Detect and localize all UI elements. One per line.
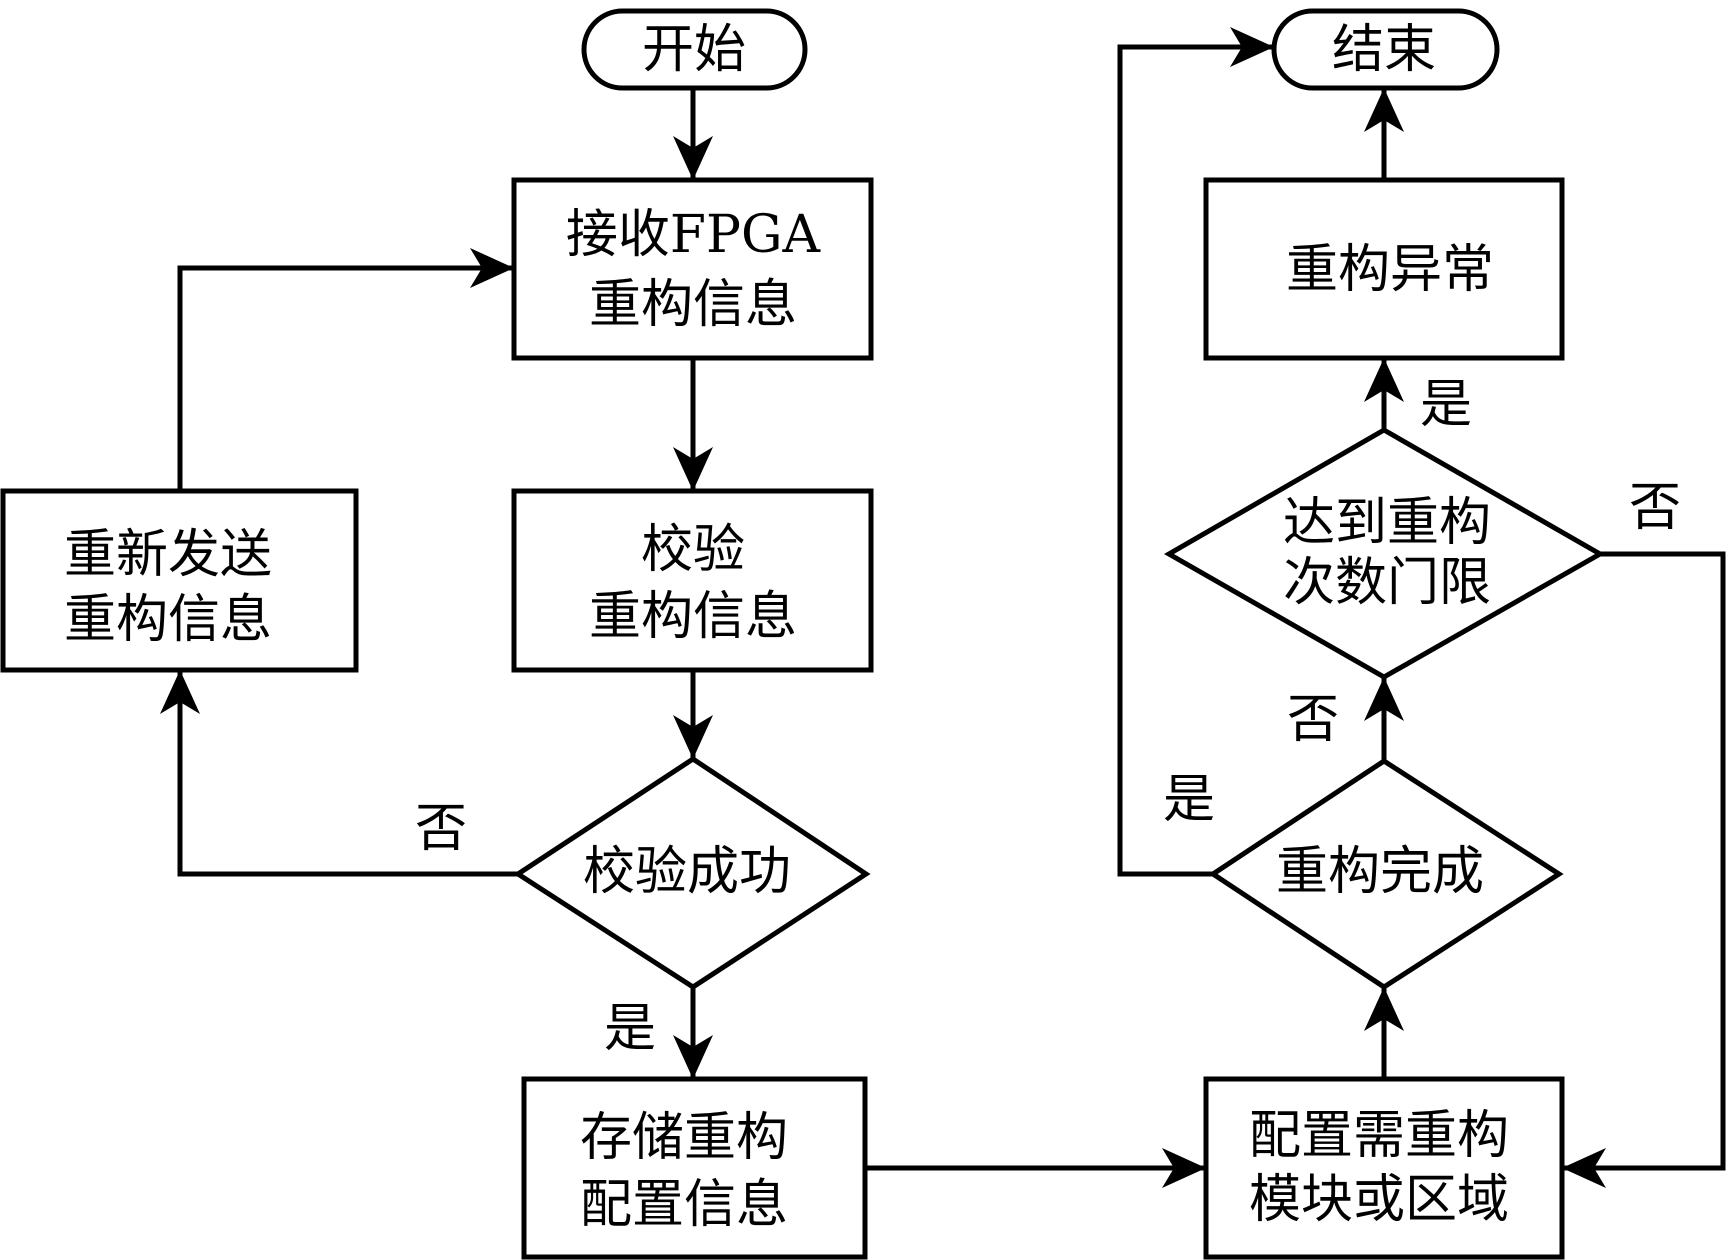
process-shape [511, 488, 874, 673]
node-end: 结束 [1271, 8, 1500, 91]
node-label-line-1: 配置需重构 [1249, 1106, 1509, 1166]
node-label-line-1: 校验 [641, 520, 745, 580]
node-store: 存储重构 配置信息 [521, 1076, 868, 1260]
node-verify-ok: 校验成功 [513, 756, 871, 990]
edge-label-done-yes: 是 [1163, 770, 1215, 830]
decision-shape [1163, 427, 1606, 680]
edge-labels: 否 是 是 否 是 否 [415, 375, 1681, 1059]
node-start: 开始 [581, 8, 808, 91]
arrowhead-right-icon [1162, 1148, 1206, 1188]
process-shape [0, 488, 359, 673]
terminal-shape [581, 8, 808, 91]
edge-done-yes-to-end [1117, 44, 1274, 877]
process-shape [1203, 1076, 1565, 1260]
edge-label-threshold-no: 否 [1629, 478, 1681, 538]
arrowhead-left-icon [1562, 1148, 1606, 1188]
node-label: 重构完成 [1276, 842, 1484, 902]
node-label-line-1: 达到重构 [1283, 493, 1491, 553]
terminal-shape [1271, 8, 1500, 91]
edge-label-verify-yes: 是 [604, 999, 656, 1059]
edge-label-threshold-yes: 是 [1420, 375, 1472, 435]
arrowhead-up-icon [1364, 88, 1404, 132]
arrowhead-up-icon [1364, 358, 1404, 402]
node-label: 结束 [1332, 20, 1436, 80]
edge-decision-no-to-resend [177, 670, 518, 877]
node-label-line-1: 存储重构 [580, 1108, 788, 1168]
arrowhead-down-icon [673, 715, 713, 759]
node-label-line-2: 模块或区域 [1249, 1170, 1509, 1230]
arrowhead-down-icon [673, 447, 713, 491]
node-verify: 校验 重构信息 [511, 488, 874, 673]
process-shape [1203, 177, 1565, 361]
edge-label-done-no: 否 [1287, 690, 1339, 750]
node-label: 重构异常 [1286, 240, 1494, 300]
arrowhead-up-icon [160, 670, 200, 714]
arrowhead-right-icon [470, 248, 514, 288]
node-receive: 接收FPGA 重构信息 [511, 177, 874, 361]
process-shape [511, 177, 874, 361]
node-label-line-2: 次数门限 [1283, 553, 1491, 613]
node-label-line-2: 重构信息 [64, 590, 272, 650]
edge-label-verify-no: 否 [415, 799, 467, 859]
node-label: 校验成功 [583, 842, 791, 902]
node-threshold: 达到重构 次数门限 [1163, 427, 1606, 680]
node-configure: 配置需重构 模块或区域 [1203, 1076, 1565, 1260]
edge-threshold-no-to-configure [1562, 551, 1726, 1171]
arrowhead-up-icon [1364, 677, 1404, 721]
arrowhead-right-icon [1230, 27, 1274, 67]
edge-resend-to-receive [177, 265, 514, 491]
arrowhead-down-icon [673, 136, 713, 180]
node-label-line-1: 重新发送 [64, 525, 272, 585]
connectors [160, 27, 1726, 1188]
decision-shape [1208, 758, 1564, 990]
node-label: 开始 [642, 20, 746, 80]
node-abnormal: 重构异常 [1203, 177, 1565, 361]
node-label-line-2: 配置信息 [580, 1175, 788, 1235]
arrowhead-up-icon [1364, 987, 1404, 1031]
node-label-line-2: 重构信息 [589, 587, 797, 647]
node-label-line-1: 接收FPGA [566, 205, 822, 265]
process-shape [521, 1076, 868, 1260]
decision-shape [513, 756, 871, 990]
node-label-line-2: 重构信息 [589, 275, 797, 335]
node-resend: 重新发送 重构信息 [0, 488, 359, 673]
arrowhead-down-icon [673, 1035, 713, 1079]
node-reconfig-done: 重构完成 [1208, 758, 1564, 990]
